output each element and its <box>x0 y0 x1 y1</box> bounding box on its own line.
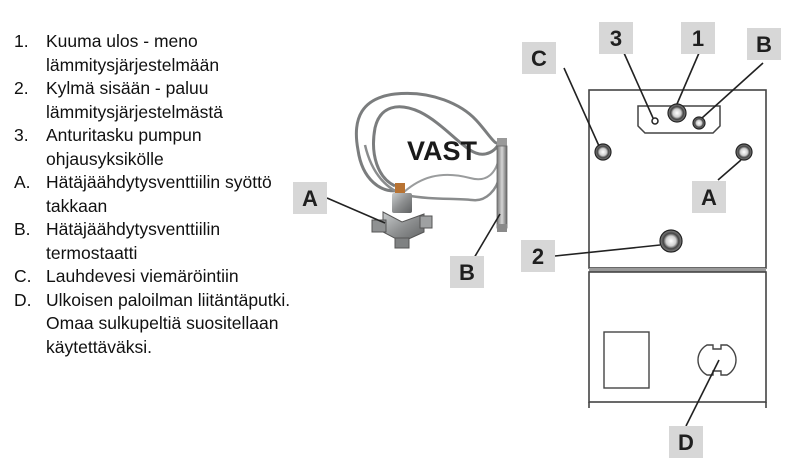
thermostat-sensor-icon <box>496 138 508 232</box>
legend-item-b: B. Hätäjäähdytysventtiilin termostaatti <box>14 218 304 265</box>
callout-leader <box>701 62 764 119</box>
svg-text:B: B <box>459 260 475 285</box>
legend-text: Kuuma ulos - meno lämmitysjärjestelmään <box>46 31 220 75</box>
callout-3: 3 <box>599 22 633 54</box>
callout-valve-b: B <box>450 256 484 288</box>
legend-text: Ulkoisen paloilman liitäntäputki. Omaa s… <box>46 289 291 357</box>
svg-text:1: 1 <box>692 26 704 51</box>
callout-leader <box>554 244 661 257</box>
boiler-diagram: C 3 1 B A 2 D <box>521 22 781 458</box>
callout-a: A <box>692 181 726 213</box>
callout-1: 1 <box>681 22 715 54</box>
thermostat-port-b <box>692 116 706 130</box>
legend-text: Anturitasku pumpun ohjausyksikölle <box>46 125 202 169</box>
legend-list: 1. Kuuma ulos - meno lämmitysjärjestelmää… <box>14 30 304 359</box>
callout-b: B <box>747 28 781 60</box>
callout-c: C <box>522 42 556 74</box>
legend-key: C. <box>14 266 32 286</box>
valve-brand-label: VAST <box>407 136 478 166</box>
callout-d: D <box>669 426 703 458</box>
svg-text:A: A <box>302 186 318 211</box>
callout-leader <box>676 52 700 105</box>
svg-text:B: B <box>756 32 772 57</box>
legend-text: Hätäjäähdytysventtiilin syöttö takkaan <box>46 172 272 216</box>
legend-text: Lauhdevesi viemäröintiin <box>46 266 239 286</box>
legend-key: D. <box>14 289 32 310</box>
legend-key: 2. <box>14 78 29 98</box>
boiler-divider <box>589 268 766 272</box>
legend-text: Kylmä sisään - paluu lämmitysjärjestelmä… <box>46 78 223 122</box>
svg-text:3: 3 <box>610 26 622 51</box>
valve-feed-port-a <box>735 143 753 161</box>
callout-valve-a: A <box>293 182 327 214</box>
legend-item-a: A. Hätäjäähdytysventtiilin syöttö takkaan <box>14 171 304 218</box>
legend-key: B. <box>14 219 31 239</box>
svg-text:D: D <box>678 430 694 455</box>
access-hatch <box>603 331 650 389</box>
valve-assembly: VAST A B <box>293 91 508 288</box>
callout-2: 2 <box>521 240 555 272</box>
svg-text:A: A <box>701 185 717 210</box>
capillary-tube-inner <box>363 144 502 202</box>
callout-leader <box>326 197 386 224</box>
hot-outlet-1 <box>667 103 687 123</box>
air-intake-port-d <box>697 344 737 376</box>
cold-inlet-2 <box>659 229 683 253</box>
legend-item-c: C. Lauhdevesi viemäröintiin <box>14 265 304 289</box>
callout-leader <box>623 52 654 119</box>
legend-item-2: 2. Kylmä sisään - paluu lämmitysjärjestel… <box>14 77 304 124</box>
legend-key: A. <box>14 172 31 192</box>
copper-fitting <box>395 183 405 193</box>
legend-item-1: 1. Kuuma ulos - meno lämmitysjärjestelmää… <box>14 30 304 77</box>
legend-item-3: 3. Anturitasku pumpun ohjausyksikölle <box>14 124 304 171</box>
legend-item-d: D. Ulkoisen paloilman liitäntäputki. Omaa… <box>14 289 304 360</box>
callout-leader <box>563 67 600 147</box>
svg-text:2: 2 <box>532 244 544 269</box>
svg-text:C: C <box>531 46 547 71</box>
callout-leader <box>717 159 742 181</box>
legend-key: 3. <box>14 125 29 145</box>
capillary-tube-loop <box>403 157 500 193</box>
legend-text: Hätäjäähdytysventtiilin termostaatti <box>46 219 221 263</box>
legend-key: 1. <box>14 31 29 51</box>
callout-leader <box>473 213 501 259</box>
condensate-port-c <box>594 143 612 161</box>
sensor-pocket-3 <box>651 117 659 125</box>
callout-leader <box>685 359 720 427</box>
